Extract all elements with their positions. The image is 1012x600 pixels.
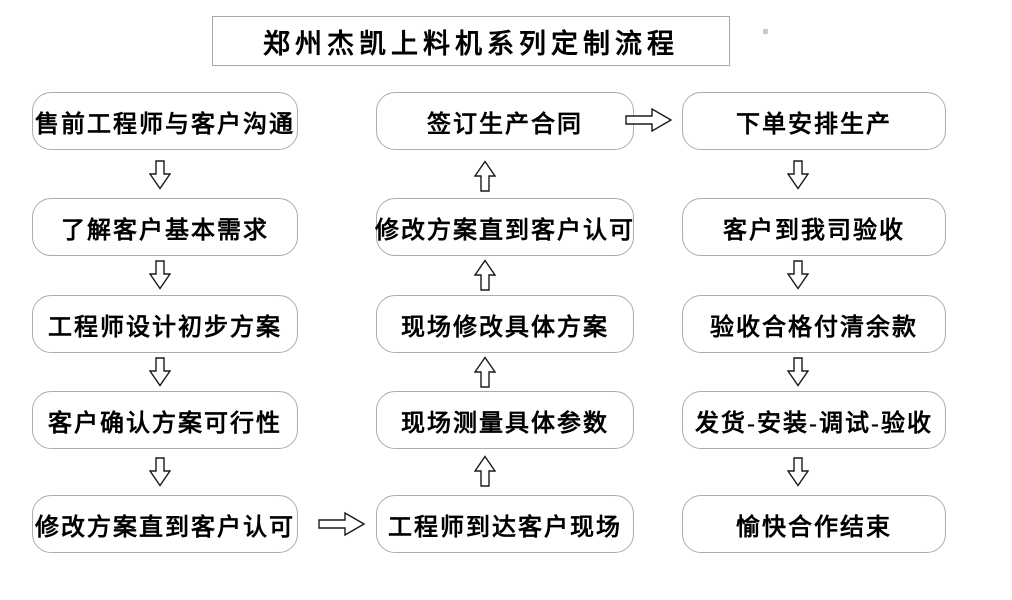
- down-arrow-icon: [149, 357, 171, 387]
- down-arrow-icon: [149, 260, 171, 290]
- flow-node-confirm-feasibility: 客户确认方案可行性: [32, 391, 298, 449]
- up-arrow-icon: [474, 259, 496, 291]
- flow-node-onsite-measure-params: 现场测量具体参数: [376, 391, 634, 449]
- flow-node-understand-needs: 了解客户基本需求: [32, 198, 298, 256]
- up-arrow-icon: [474, 455, 496, 487]
- flow-node-sign-contract: 签订生产合同: [376, 92, 634, 150]
- flow-node-onsite-revise-plan: 现场修改具体方案: [376, 295, 634, 353]
- down-arrow-icon: [149, 160, 171, 190]
- flow-node-pay-balance: 验收合格付清余款: [682, 295, 946, 353]
- flow-node-cooperation-end: 愉快合作结束: [682, 495, 946, 553]
- right-arrow-icon: [318, 511, 366, 537]
- flow-node-revise-until-approved-1: 修改方案直到客户认可: [32, 495, 298, 553]
- down-arrow-icon: [149, 457, 171, 487]
- up-arrow-icon: [474, 356, 496, 388]
- flow-node-revise-until-approved-2: 修改方案直到客户认可: [375, 198, 634, 256]
- down-arrow-icon: [787, 260, 809, 290]
- flow-node-engineer-arrives-site: 工程师到达客户现场: [376, 495, 634, 553]
- down-arrow-icon: [787, 160, 809, 190]
- up-arrow-icon: [474, 160, 496, 192]
- flow-node-ship-install-debug-accept: 发货-安装-调试-验收: [682, 391, 946, 449]
- down-arrow-icon: [787, 357, 809, 387]
- selection-handle-dot: [763, 29, 768, 34]
- flow-node-customer-acceptance-visit: 客户到我司验收: [682, 198, 946, 256]
- right-arrow-icon: [625, 107, 673, 133]
- down-arrow-icon: [787, 457, 809, 487]
- flow-node-order-production: 下单安排生产: [682, 92, 946, 150]
- flowchart-title: 郑州杰凯上料机系列定制流程: [212, 16, 730, 66]
- flow-node-preliminary-design: 工程师设计初步方案: [32, 295, 298, 353]
- flow-node-presales-communication: 售前工程师与客户沟通: [32, 92, 298, 150]
